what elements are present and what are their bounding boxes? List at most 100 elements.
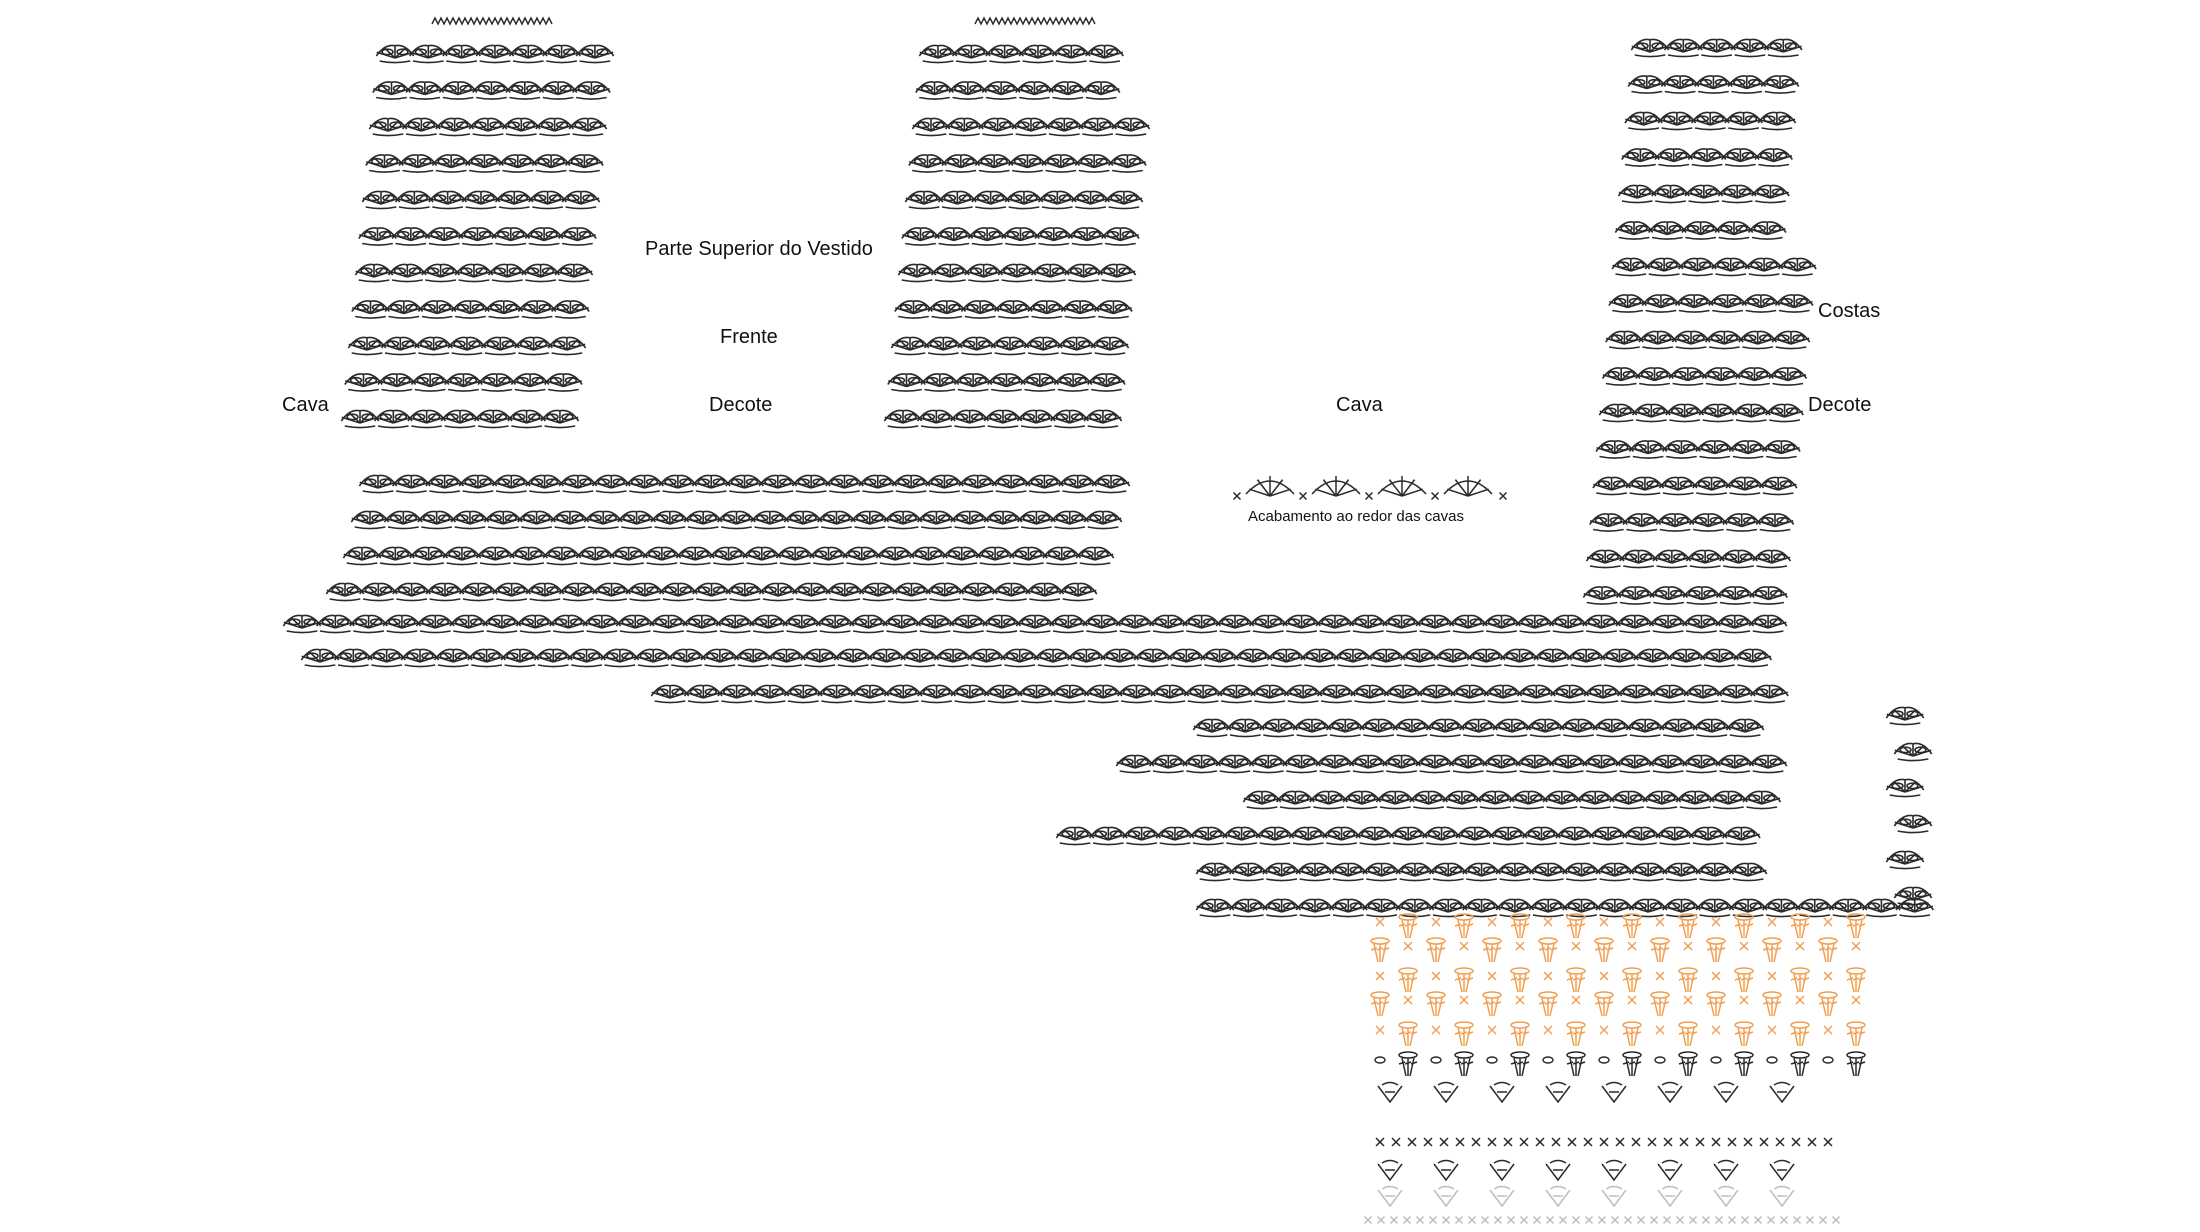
single-crochet-x	[1543, 917, 1553, 927]
fan-stitch	[725, 582, 765, 602]
fan-stitch	[1682, 614, 1721, 634]
v-cluster	[1769, 1185, 1795, 1208]
fan-stitch	[1695, 862, 1735, 882]
fan-stitch	[1695, 898, 1735, 918]
fan-stitch	[891, 474, 931, 494]
single-crochet-x	[1567, 1137, 1577, 1147]
fan-stitch	[917, 510, 956, 530]
fan-stitch	[658, 582, 698, 602]
fan-stitch	[933, 648, 973, 668]
fan-stitch	[1482, 614, 1521, 634]
fan-stitch	[582, 614, 622, 634]
fan-stitch	[487, 263, 527, 283]
fan-stitch	[992, 582, 1031, 602]
single-crochet-x	[1403, 995, 1413, 1005]
fan-stitch	[458, 474, 498, 494]
fan-stitch	[1048, 81, 1088, 100]
fan-stitch	[1555, 826, 1595, 846]
fan-stitch	[431, 154, 471, 173]
treble-cluster	[1594, 991, 1614, 1017]
fan-stitch	[1074, 154, 1114, 173]
fan-stitch	[1091, 474, 1131, 494]
v-cluster	[1657, 1081, 1683, 1104]
fan-stitch	[1682, 754, 1721, 774]
fan-edging-stitch	[1377, 476, 1427, 497]
fan-stitch	[542, 546, 582, 566]
fan-stitch	[1328, 898, 1368, 918]
fan-stitch	[1548, 754, 1588, 774]
fan-stitch	[1295, 898, 1335, 918]
chain-oval	[1374, 1056, 1386, 1064]
single-crochet-x	[1818, 1215, 1828, 1225]
fan-stitch	[1482, 754, 1521, 774]
fan-stitch	[384, 300, 424, 319]
fan-stitch	[1698, 403, 1738, 423]
fan-stitch	[1715, 614, 1755, 634]
fan-stitch	[758, 474, 798, 494]
fan-stitch	[682, 614, 722, 634]
fan-stitch	[1619, 549, 1658, 569]
fan-stitch	[424, 227, 464, 246]
fan-stitch	[1708, 294, 1747, 313]
fan-stitch	[887, 373, 926, 392]
fan-stitch	[510, 373, 550, 392]
treble-cluster	[1650, 991, 1670, 1017]
single-crochet-x	[1795, 941, 1805, 951]
fan-stitch	[833, 648, 873, 668]
fan-stitch	[642, 546, 682, 566]
fan-stitch	[883, 684, 923, 704]
fan-stitch	[1727, 75, 1767, 94]
single-crochet-x	[1459, 941, 1469, 951]
single-crochet-x	[1831, 1215, 1841, 1225]
fan-stitch	[683, 684, 723, 704]
fan-stitch	[435, 117, 474, 137]
fan-stitch	[1754, 148, 1794, 167]
fan-stitch	[1500, 648, 1539, 668]
fan-stitch	[1601, 367, 1641, 386]
foundation-chain	[974, 16, 1096, 26]
single-crochet-x	[1480, 1215, 1490, 1225]
fan-stitch	[1885, 850, 1925, 870]
single-crochet-x	[1627, 941, 1637, 951]
fan-stitch	[398, 154, 438, 173]
fan-stitch	[1255, 826, 1295, 846]
fan-stitch	[1382, 614, 1421, 634]
fan-stitch	[1042, 546, 1082, 566]
fan-stitch	[377, 373, 417, 392]
label-neckline-front: Decote	[709, 394, 773, 416]
fan-stitch	[1622, 513, 1662, 532]
fan-stitch	[465, 154, 504, 173]
treble-cluster	[1678, 1051, 1698, 1077]
v-cluster	[1657, 1159, 1683, 1182]
fan-stitch	[1115, 754, 1155, 774]
fan-stitch	[1722, 826, 1761, 846]
treble-cluster	[1678, 913, 1698, 939]
fan-stitch	[1655, 513, 1695, 532]
treble-cluster	[1454, 967, 1474, 993]
treble-cluster	[1622, 913, 1642, 939]
fan-stitch	[1097, 263, 1137, 283]
fan-stitch	[1559, 718, 1598, 738]
label-armhole-left: Cava	[282, 394, 329, 416]
fan-stitch	[1462, 898, 1501, 918]
fan-stitch	[1765, 403, 1804, 423]
single-crochet-x	[1767, 917, 1777, 927]
single-crochet-x	[1599, 1137, 1609, 1147]
fan-stitch	[1592, 476, 1631, 496]
fan-stitch	[858, 474, 898, 494]
fan-stitch	[916, 409, 956, 429]
treble-cluster	[1510, 1051, 1530, 1077]
fan-stitch	[1016, 409, 1056, 429]
fan-stitch	[1283, 684, 1323, 704]
fan-stitch	[491, 227, 531, 246]
fan-stitch	[1182, 754, 1221, 774]
fan-stitch	[1617, 184, 1657, 204]
single-crochet-x	[1459, 995, 1469, 1005]
fan-stitch	[1659, 718, 1698, 738]
fan-stitch	[950, 684, 990, 704]
single-crochet-x	[1649, 1215, 1659, 1225]
fan-stitch	[900, 648, 940, 668]
treble-cluster	[1566, 967, 1586, 993]
treble-cluster	[1510, 913, 1530, 939]
single-crochet-x	[1545, 1215, 1555, 1225]
